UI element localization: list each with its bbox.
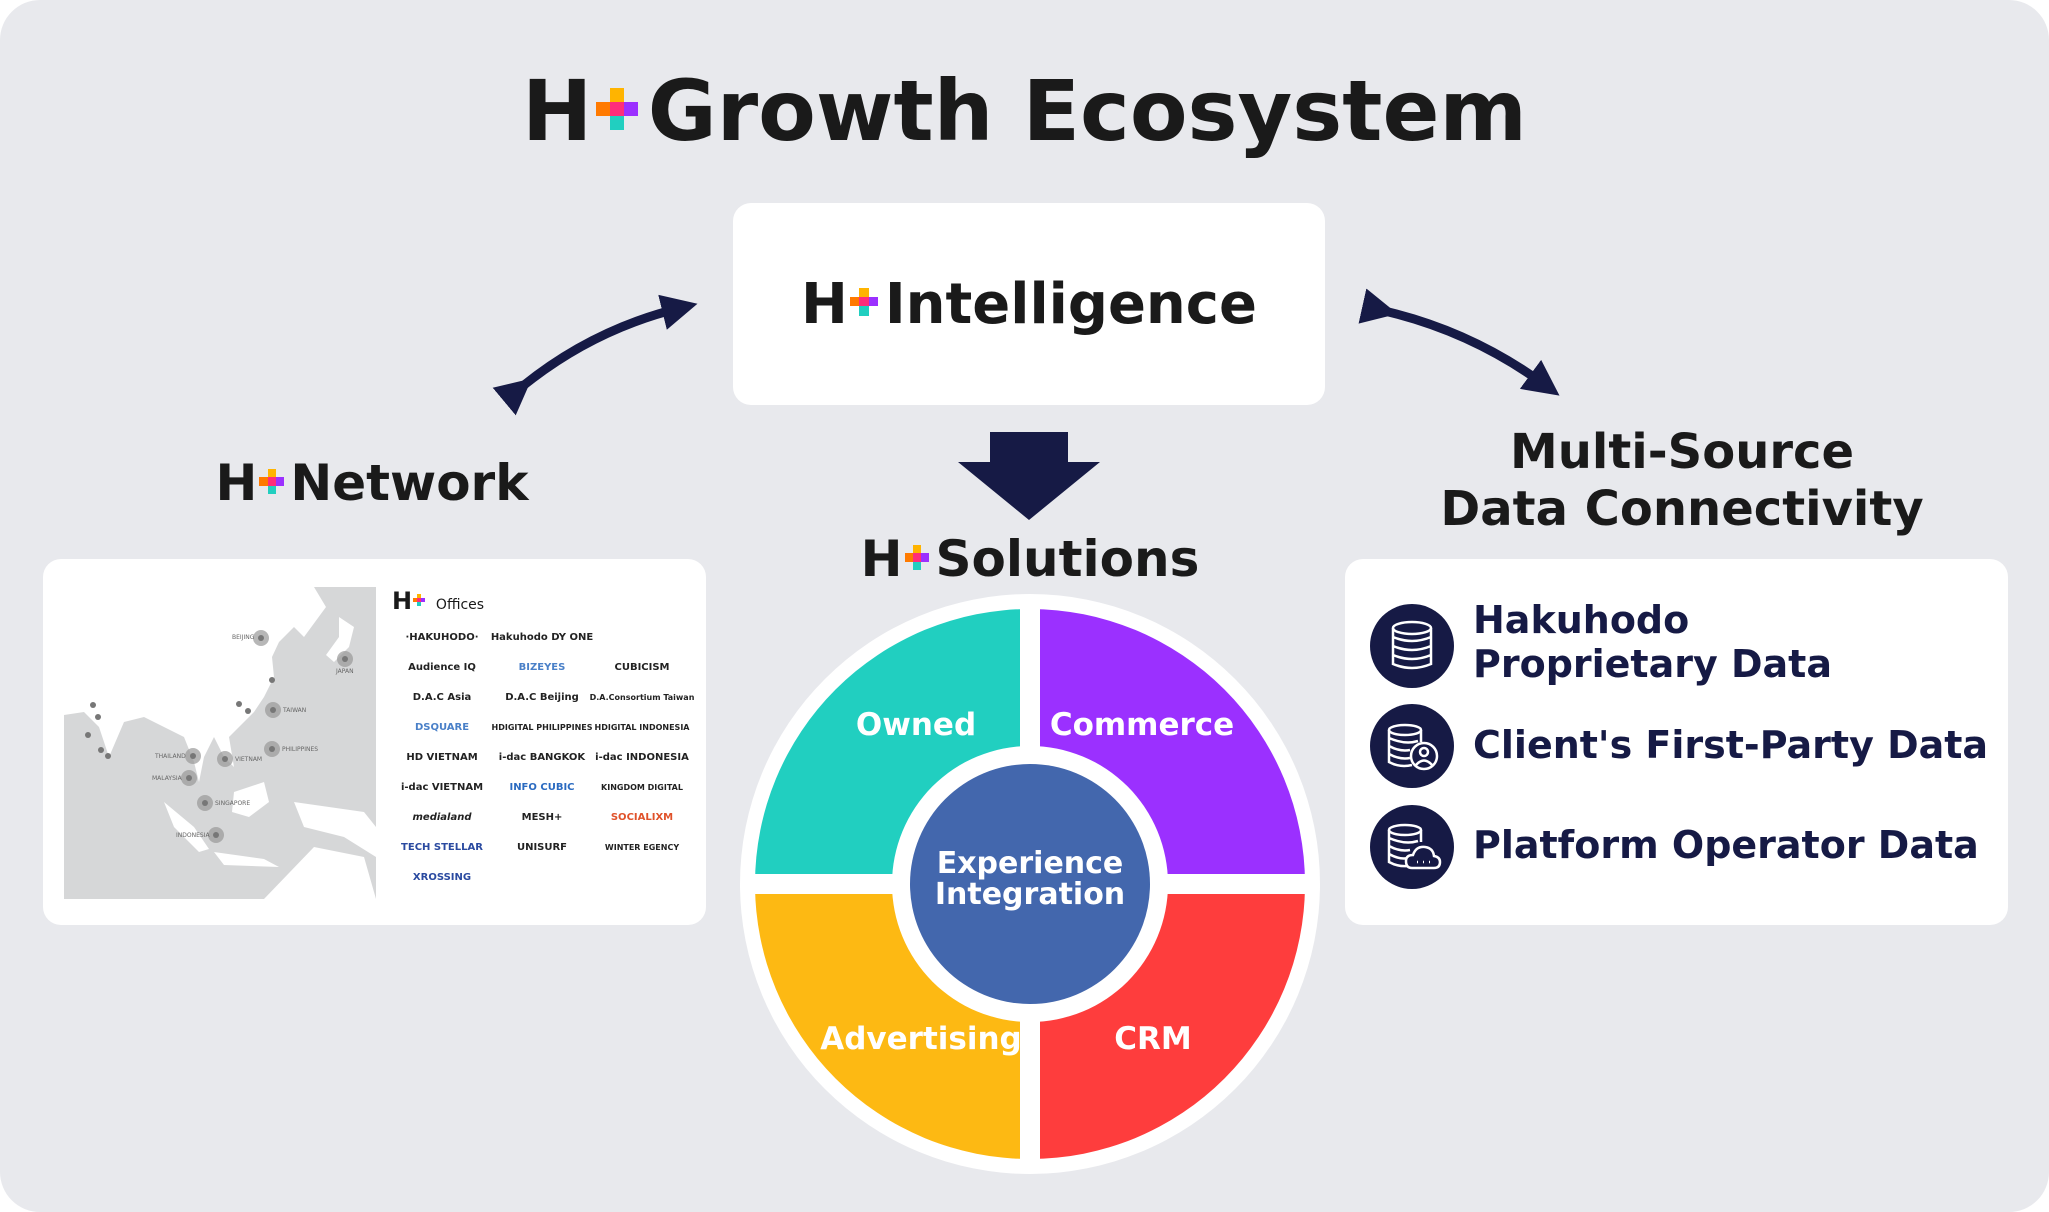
office-logo: i-dac VIETNAM bbox=[400, 781, 484, 793]
office-logo: MESH+ bbox=[521, 811, 563, 823]
brand-plus-icon bbox=[595, 87, 638, 130]
brand-plus-icon bbox=[413, 594, 426, 607]
office-logo: D.A.C Asia bbox=[412, 691, 472, 703]
city-label: VIETNAM bbox=[235, 756, 263, 763]
solutions-text: Solutions bbox=[935, 530, 1200, 588]
office-logo: HDIGITAL INDONESIA bbox=[594, 722, 690, 732]
intelligence-text: Intelligence bbox=[884, 271, 1257, 337]
brand-plus-icon bbox=[904, 545, 930, 570]
office-logo: Audience IQ bbox=[408, 661, 476, 673]
office-logo: INFO CUBIC bbox=[509, 781, 575, 793]
city-label: THAILAND bbox=[155, 753, 186, 760]
center-label-line2: Integration bbox=[934, 877, 1126, 912]
office-logo: KINGDOM DIGITAL bbox=[601, 782, 683, 792]
office-logo: D.A.Consortium Taiwan bbox=[589, 692, 695, 702]
database-cloud-icon bbox=[1370, 805, 1454, 889]
office-logo: CUBICISM bbox=[614, 661, 670, 673]
office-logo-grid: ·HAKUHODO· Hakuhodo DY ONE Audience IQ B… bbox=[392, 626, 695, 888]
brand-h: H bbox=[215, 454, 258, 512]
database-icon bbox=[1370, 604, 1454, 688]
brand-plus-icon bbox=[850, 287, 879, 316]
intelligence-title: H Intelligence bbox=[801, 272, 1257, 337]
brand-h: H bbox=[392, 587, 413, 615]
data-item-hakuhodo: Hakuhodo Proprietary Data bbox=[1473, 598, 1832, 686]
office-logo: ·HAKUHODO· bbox=[405, 631, 479, 643]
office-logo: HD VIETNAM bbox=[406, 751, 478, 763]
right-double-arrow-icon bbox=[1358, 288, 1560, 396]
city-label: TAIWAN bbox=[283, 707, 307, 714]
office-logo: TECH STELLAR bbox=[401, 841, 483, 853]
network-title: H Network bbox=[206, 454, 538, 512]
brand-h: H bbox=[860, 530, 903, 588]
network-text: Network bbox=[290, 454, 529, 512]
data-sources-panel bbox=[1345, 559, 2008, 925]
center-circle bbox=[910, 764, 1150, 1004]
office-logo: UNISURF bbox=[516, 841, 568, 853]
data-item-label: Hakuhodo bbox=[1473, 598, 1690, 642]
intelligence-box: H Intelligence bbox=[733, 203, 1325, 405]
city-label: BEIJING bbox=[232, 634, 255, 641]
office-logo: D.A.C Beijing bbox=[505, 691, 579, 703]
city-label: PHILIPPINES bbox=[282, 746, 319, 753]
offices-label: Offices bbox=[435, 597, 485, 613]
office-logo: i-dac INDONESIA bbox=[595, 751, 689, 763]
city-label: SINGAPORE bbox=[215, 800, 251, 807]
advertising-label: Advertising bbox=[820, 1021, 1022, 1057]
title-text: Growth Ecosystem bbox=[647, 62, 1527, 160]
title-line1: Multi-Source bbox=[1509, 424, 1855, 480]
city-label: JAPAN bbox=[336, 668, 354, 675]
office-logo: HDIGITAL PHILIPPINES bbox=[491, 722, 593, 732]
page-title: H Growth Ecosystem bbox=[0, 62, 2049, 160]
center-label: Experience Integration bbox=[900, 848, 1160, 910]
offices-header: H Offices bbox=[392, 587, 484, 615]
brand-h: H bbox=[801, 271, 848, 337]
title-line2: Data Connectivity bbox=[1440, 481, 1924, 537]
brand-plus-icon bbox=[259, 469, 285, 494]
asia-map bbox=[64, 587, 376, 899]
city-label: INDONESIA bbox=[176, 832, 210, 839]
office-logo: i-dac BANGKOK bbox=[498, 751, 586, 763]
commerce-label: Commerce bbox=[1049, 707, 1235, 743]
office-logo: Hakuhodo DY ONE bbox=[490, 631, 594, 643]
owned-label: Owned bbox=[855, 707, 977, 743]
office-logo: medialand bbox=[412, 811, 472, 823]
database-user-icon bbox=[1370, 704, 1454, 788]
office-logo: SOCIALIXM bbox=[610, 811, 674, 823]
solutions-title: H Solutions bbox=[830, 530, 1230, 588]
office-logo: XROSSING bbox=[412, 871, 472, 883]
brand-h: H bbox=[522, 62, 593, 160]
office-logo: DSQUARE bbox=[414, 721, 470, 733]
office-logo: BIZEYES bbox=[518, 661, 566, 673]
crm-label: CRM bbox=[1114, 1021, 1192, 1057]
data-item-label: Proprietary Data bbox=[1473, 642, 1832, 686]
data-item-platform: Platform Operator Data bbox=[1473, 823, 1979, 867]
city-label: MALAYSIA bbox=[152, 775, 182, 782]
data-connectivity-title: Multi-Source Data Connectivity bbox=[1380, 424, 1984, 538]
office-logo: WINTER EGENCY bbox=[604, 842, 680, 852]
data-item-client: Client's First-Party Data bbox=[1473, 723, 1989, 767]
center-label-line1: Experience bbox=[936, 846, 1124, 881]
down-arrow-icon bbox=[958, 432, 1100, 520]
left-double-arrow-icon bbox=[492, 294, 698, 416]
